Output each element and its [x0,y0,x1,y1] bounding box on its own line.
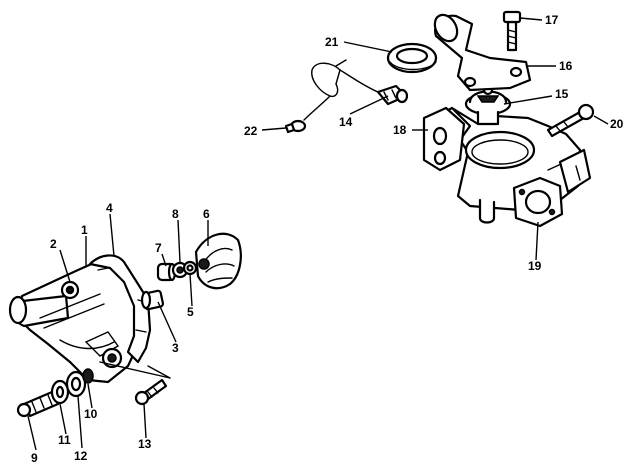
part-9-fitting [16,390,60,418]
leader-lines [27,17,609,451]
callout-7: 7 [155,241,162,255]
part-14-sensor [339,69,409,106]
part-5-washer [182,260,198,276]
part-21-seal-ring [386,42,438,74]
part-17-bolt [502,10,522,52]
callout-19: 19 [528,259,542,273]
water-pump-assembly [8,232,242,418]
callout-10: 10 [84,407,98,421]
callout-11: 11 [58,433,71,447]
callout-20: 20 [610,117,624,131]
part-2-bolt [67,287,73,293]
part-11-washer [50,379,70,405]
callout-22: 22 [244,124,258,138]
part-6-impeller [194,232,242,290]
part-1-pump-body [8,260,171,384]
callout-6: 6 [203,207,210,221]
thermostat-housing-assembly [284,10,595,228]
part-3-bushing [140,289,165,311]
callout-2: 2 [50,237,57,251]
callout-13: 13 [138,437,152,451]
callout-17: 17 [545,13,559,27]
callout-3: 3 [172,341,179,355]
callout-18: 18 [393,123,407,137]
part-15-thermostat [464,84,512,126]
callout-14: 14 [339,115,353,129]
callout-9: 9 [31,451,38,465]
callout-12: 12 [74,449,88,463]
part-13-bolt [134,378,168,406]
part-12-washer [65,370,87,398]
callout-15: 15 [555,87,569,101]
callout-4: 4 [106,201,113,215]
callout-labels: 1 2 3 4 5 6 7 8 9 10 11 12 13 14 15 16 1… [31,13,624,465]
part-16-outlet-elbow [433,13,532,92]
callout-1: 1 [81,223,88,237]
part-19-gasket [512,176,564,228]
callout-16: 16 [559,59,573,73]
part-10-nut [82,368,94,384]
part-20-bolt [546,103,595,138]
callout-8: 8 [172,207,179,221]
callout-21: 21 [325,35,339,49]
part-22-wire-clip [284,59,347,134]
callout-5: 5 [187,305,194,319]
